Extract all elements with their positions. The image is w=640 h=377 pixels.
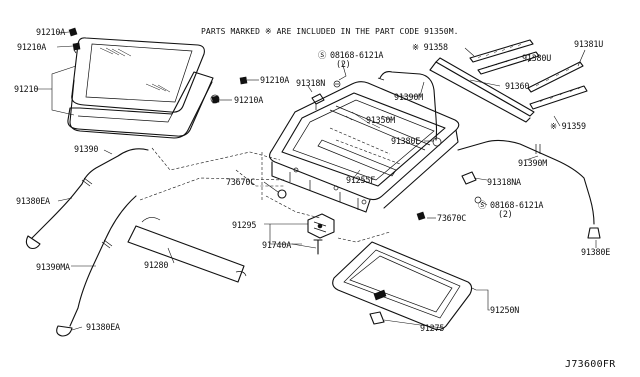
drain-hose-91390	[31, 148, 149, 239]
clip-91210A-top	[68, 27, 78, 37]
label-91275: 91275	[420, 323, 444, 333]
label-91740A: 91740A	[262, 240, 291, 250]
label-91210A-top: 91210A	[36, 27, 65, 37]
label-08168-top: 08168-6121A	[330, 50, 383, 60]
clip-73670C-right	[416, 211, 426, 221]
screw-08168-top	[333, 80, 341, 88]
rail-91381U	[527, 61, 584, 93]
label-91390MA: 91390MA	[36, 262, 70, 272]
label-73670C-left: 73670C	[226, 177, 255, 187]
bolt-symbol-right: Ⓢ	[478, 200, 487, 210]
sunroof-frame-91350M	[269, 81, 460, 213]
clip-91210A-low	[210, 94, 220, 104]
rail-91360	[429, 57, 535, 123]
sunshade-frame-91250N	[332, 241, 473, 331]
label-91318N: 91318N	[296, 78, 325, 88]
glass-panel-91210	[67, 37, 214, 139]
drain-hose-91390M-right	[457, 139, 595, 225]
drain-elbow-91380EA-bottom	[56, 325, 73, 337]
bracket-91318NA	[461, 171, 477, 185]
label-91350M: 91350M	[366, 115, 395, 125]
label-91210A-mid: 91210A	[260, 75, 289, 85]
label-08168-right: 08168-6121A	[490, 200, 543, 210]
bolt-91740A	[313, 239, 323, 255]
label-91381U: 91381U	[574, 39, 603, 49]
label-91210: 91210	[14, 84, 38, 94]
deflector-91255F	[317, 139, 397, 177]
screw-08168-right	[474, 196, 482, 204]
drain-elbow-91380EA-top	[25, 235, 41, 250]
label-91390: 91390	[74, 144, 98, 154]
rail-91380U	[477, 51, 540, 75]
label-91280: 91280	[144, 260, 168, 270]
label-08168-right-qty: (2)	[498, 209, 513, 219]
clip-73670C-left	[277, 189, 287, 199]
label-91390M-right: 91390M	[518, 158, 547, 168]
label-91359: ※ 91359	[550, 121, 586, 131]
label-91295: 91295	[232, 220, 256, 230]
drain-hose-91390M-top	[377, 71, 442, 147]
label-91380EA-bottom: 91380EA	[86, 322, 120, 332]
label-91250N: 91250N	[490, 305, 519, 315]
rail-91359	[529, 85, 588, 110]
label-91210A-low: 91210A	[234, 95, 263, 105]
label-91255F: 91255F	[346, 175, 375, 185]
grommet-91380E	[587, 227, 601, 239]
motor-91295	[307, 213, 335, 239]
slider-91275	[369, 311, 385, 325]
diagram-code: J73600FR	[565, 359, 616, 370]
label-91380E: 91380E	[391, 136, 420, 146]
bolt-symbol-top: Ⓢ	[318, 50, 327, 60]
label-91318NA: 91318NA	[487, 177, 521, 187]
label-91390M-top: 91390M	[394, 92, 423, 102]
label-91210A-left: 91210A	[17, 42, 46, 52]
parts-note: PARTS MARKED ※ ARE INCLUDED IN THE PART …	[201, 27, 459, 36]
label-91380E-right: 91380E	[581, 247, 610, 257]
drain-hose-91390MA	[69, 195, 137, 327]
sunshade-91280	[127, 217, 247, 283]
clip-91210A-left	[72, 42, 81, 54]
label-73670C-right: 73670C	[437, 213, 466, 223]
label-91380EA-top: 91380EA	[16, 196, 50, 206]
label-08168-top-qty: (2)	[336, 59, 351, 69]
clip-91210A-mid	[239, 76, 248, 85]
bracket-91318N	[311, 93, 325, 110]
label-91360: 91360	[505, 81, 529, 91]
seal-91358	[469, 39, 534, 63]
label-91358: ※ 91358	[412, 42, 448, 52]
label-91380U: 91380U	[522, 53, 551, 63]
